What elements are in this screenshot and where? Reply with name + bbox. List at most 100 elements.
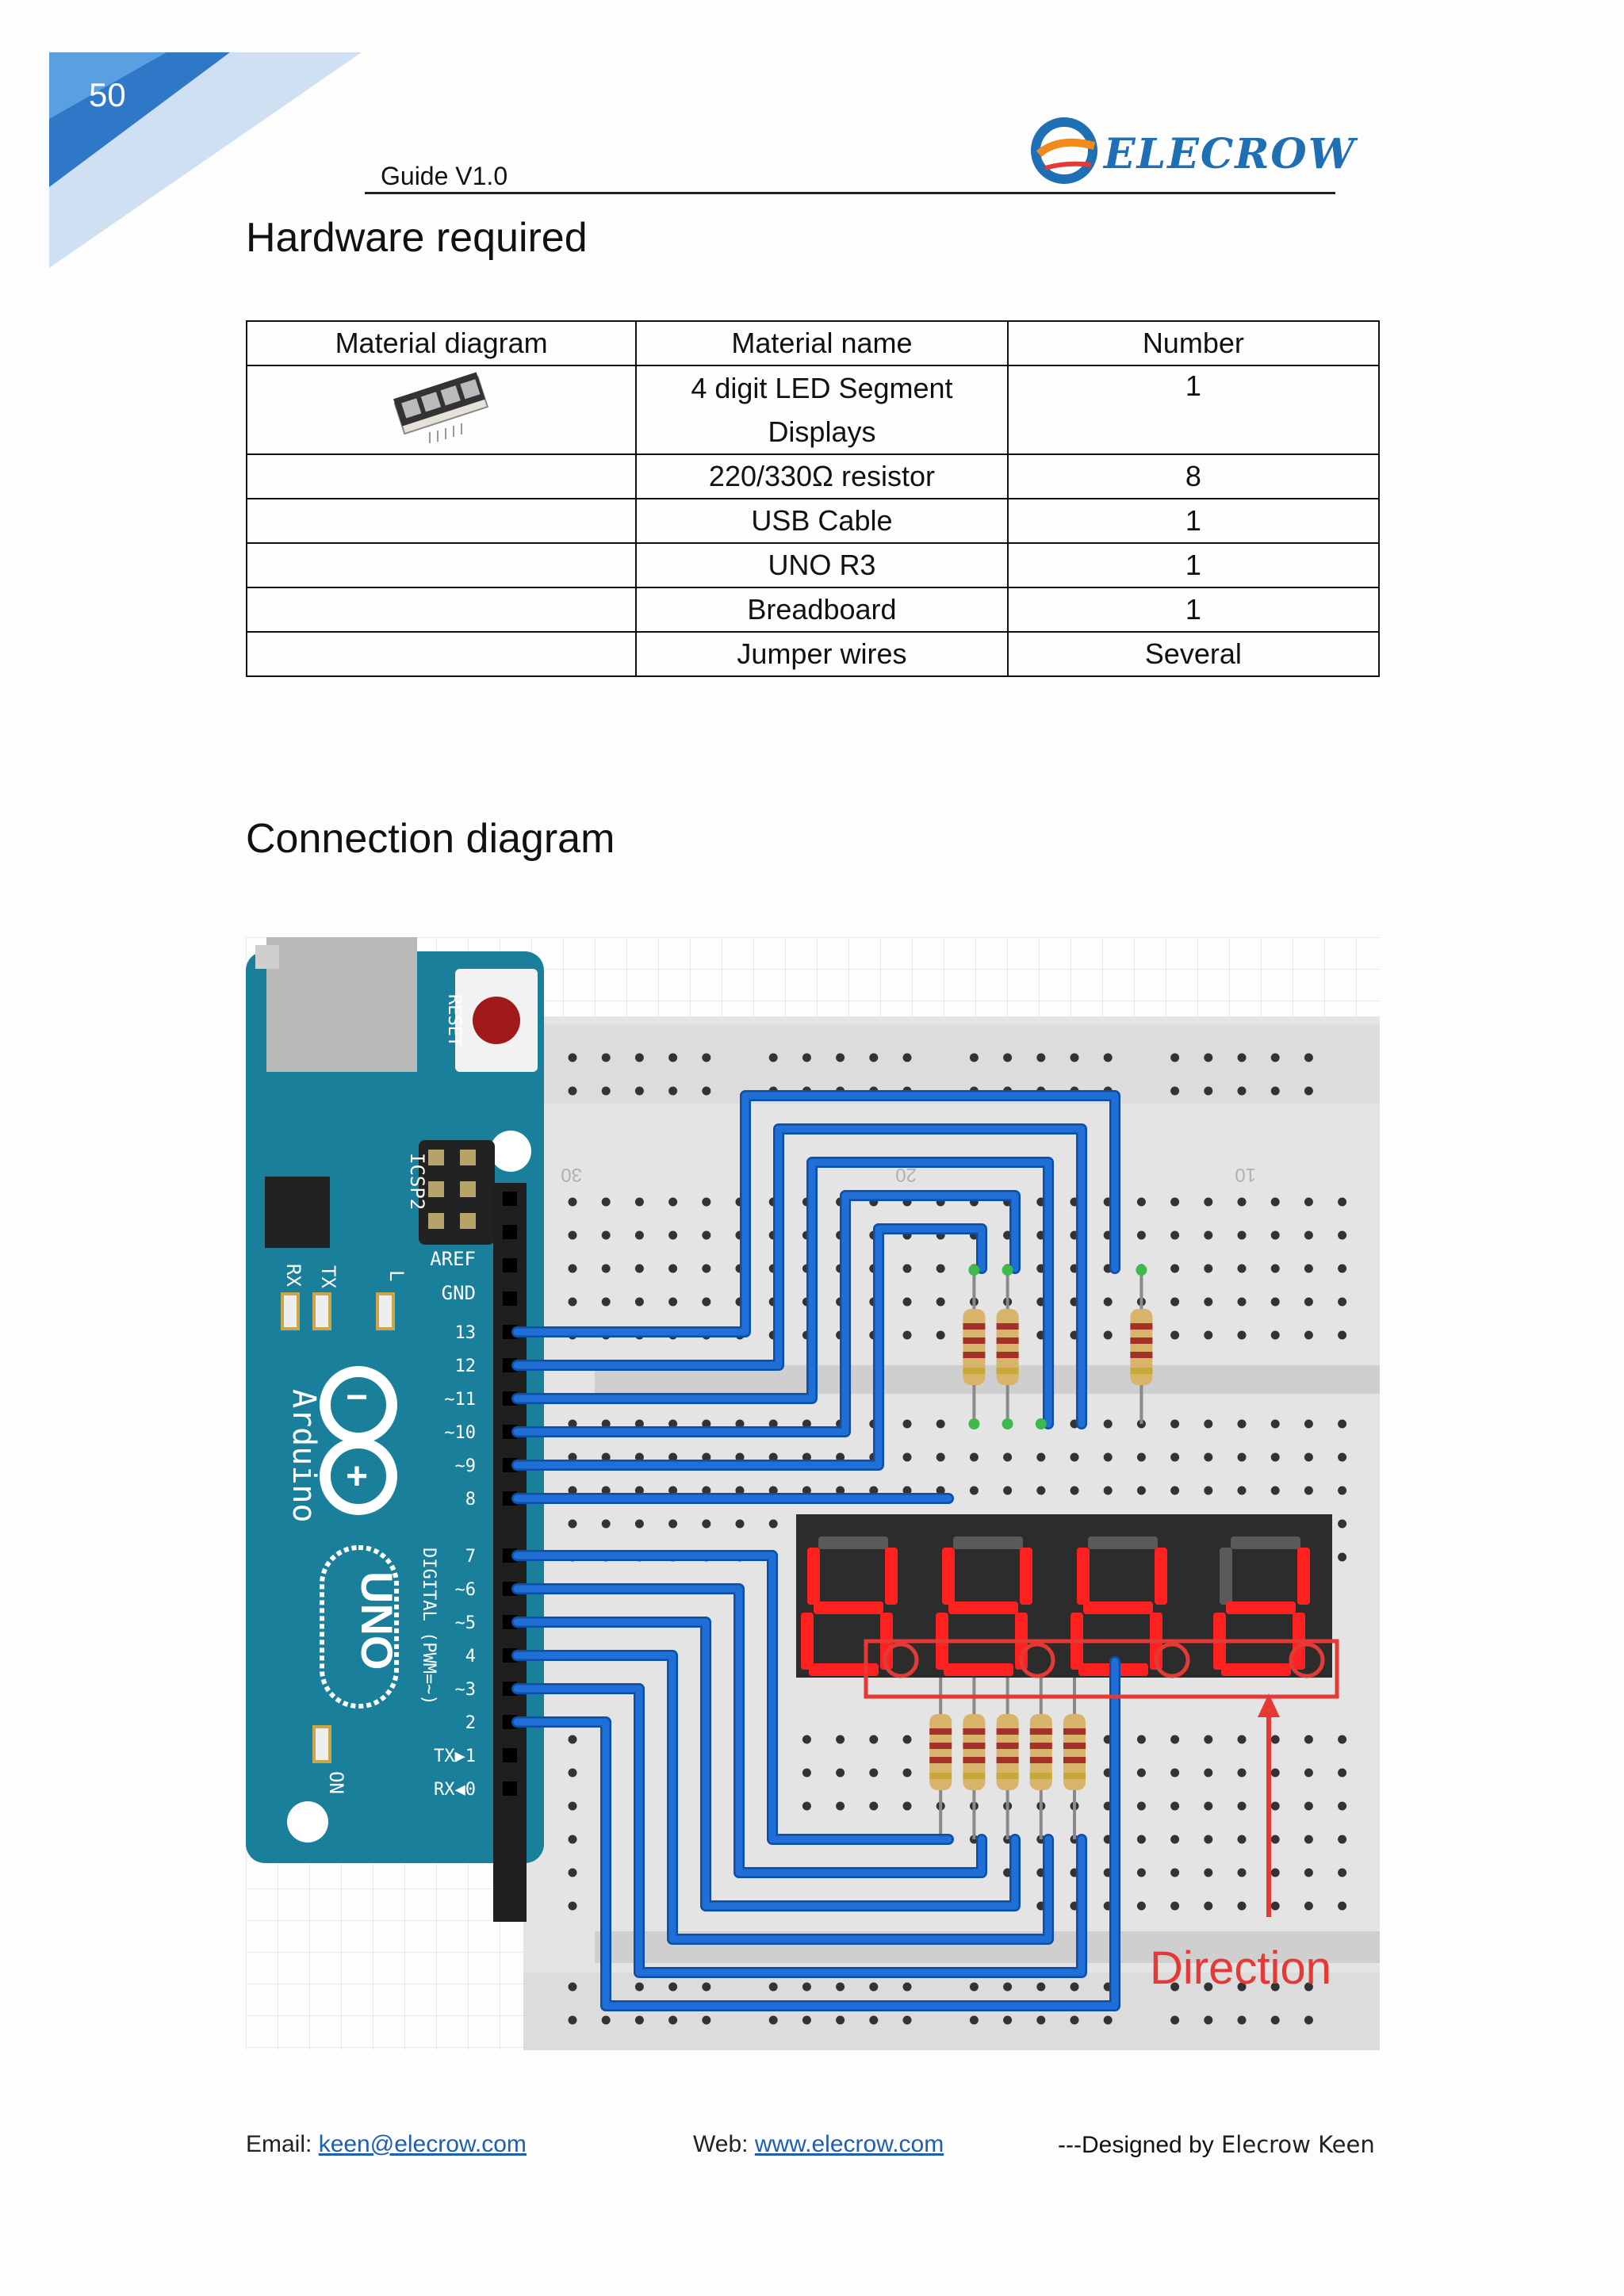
- chip: [265, 1177, 330, 1248]
- table-row: 220/330Ω resistor 8: [245, 453, 1381, 499]
- material-number: 1: [1006, 587, 1381, 633]
- table-row: Breadboard 1: [245, 587, 1381, 633]
- minus-icon: −: [346, 1376, 368, 1418]
- pin-label: 4: [465, 1647, 476, 1667]
- segment: [1088, 1536, 1158, 1549]
- segment: [814, 1601, 883, 1614]
- gnd-label: GND: [442, 1282, 476, 1304]
- material-image-cell: [245, 542, 638, 588]
- corner-decoration: [49, 52, 362, 268]
- col-header: Number: [1006, 320, 1381, 366]
- material-number: 1: [1006, 542, 1381, 588]
- direction-label: Direction: [1150, 1942, 1331, 1994]
- segment: [944, 1663, 1013, 1676]
- segment: [809, 1663, 879, 1676]
- digital-label: DIGITAL (PWM=~): [419, 1548, 439, 1705]
- pin-label: ~6: [455, 1580, 477, 1600]
- table-row: UNO R3 1: [245, 542, 1381, 588]
- col-header: Material diagram: [245, 320, 638, 366]
- material-name: Breadboard: [635, 587, 1009, 633]
- breadboard-number: 30: [561, 1164, 582, 1185]
- pin-label: ~5: [455, 1613, 477, 1633]
- reset-label: RESET: [444, 994, 464, 1047]
- material-image-cell: [245, 587, 638, 633]
- header-rule: [365, 192, 1335, 194]
- tx-label: TX: [317, 1265, 339, 1288]
- pin-labels: 13 12 ~11 ~10 ~9 8 7 ~6 ~5 4 ~3 2TX▶1RX◀0: [434, 1323, 476, 1800]
- guide-version: Guide V1.0: [381, 162, 508, 190]
- material-number: Several: [1006, 631, 1381, 677]
- pin-label: ~11: [444, 1390, 476, 1410]
- pin-label: TX▶1: [434, 1747, 476, 1766]
- material-name: 4 digit LED Segment Displays: [635, 365, 1009, 455]
- segment: [885, 1548, 898, 1605]
- pin-label: 8: [465, 1490, 476, 1510]
- material-image-cell: [245, 631, 638, 677]
- web-link[interactable]: www.elecrow.com: [754, 2131, 944, 2157]
- icsp-label: ICSP2: [406, 1153, 428, 1210]
- col-header: Material name: [635, 320, 1009, 366]
- segment: [807, 1548, 820, 1605]
- pin-label: 2: [465, 1713, 476, 1733]
- designed-prefix: ---Designed by: [1058, 2132, 1214, 2158]
- segment: [1297, 1548, 1310, 1605]
- material-name-line: Displays: [768, 415, 876, 448]
- connection-title: Connection diagram: [246, 816, 615, 862]
- on-label: ON: [325, 1771, 347, 1794]
- logo-text: ELECROW: [1104, 130, 1357, 178]
- segment: [953, 1536, 1023, 1549]
- footer-web: Web: www.elecrow.com: [693, 2131, 944, 2158]
- material-name: Jumper wires: [635, 631, 1009, 677]
- uno-badge: [320, 1545, 399, 1709]
- table-row: USB Cable 1: [245, 498, 1381, 544]
- email-label: Email:: [246, 2131, 319, 2157]
- pin-label: ~3: [455, 1680, 477, 1700]
- segment: [1221, 1663, 1291, 1676]
- material-number: 1: [1006, 498, 1381, 544]
- pin-label: RX◀0: [434, 1780, 476, 1800]
- designer-name: Elecrow Keen: [1213, 2131, 1375, 2158]
- arduino-logo: [320, 1366, 397, 1515]
- material-name: USB Cable: [635, 498, 1009, 544]
- segment: [801, 1613, 814, 1670]
- material-name-line: 4 digit LED Segment: [691, 372, 953, 404]
- elecrow-logo-icon: [1031, 117, 1097, 184]
- segment: [948, 1601, 1018, 1614]
- material-number: 8: [1006, 453, 1381, 499]
- hardware-table: Material diagram Material name Number: [245, 320, 1381, 677]
- table-row: 4 digit LED Segment Displays 1: [245, 365, 1381, 455]
- resistors: [929, 1270, 1153, 1839]
- footer-email: Email: keen@elecrow.com: [246, 2131, 527, 2158]
- aref-label: AREF: [430, 1248, 476, 1270]
- page-number: 50: [89, 76, 126, 113]
- segment: [1231, 1536, 1300, 1549]
- segment: [1226, 1601, 1296, 1614]
- elecrow-logo: ELECROW: [1028, 113, 1354, 189]
- pin-label: ~9: [455, 1456, 477, 1476]
- rx-label: RX: [282, 1264, 304, 1287]
- table-row: Jumper wires Several: [245, 631, 1381, 677]
- segment: [1020, 1548, 1032, 1605]
- plus-icon: +: [346, 1456, 368, 1498]
- material-number: 1: [1006, 365, 1381, 455]
- segment: [942, 1548, 955, 1605]
- connection-diagram: 30 20 10 RESET ICSP2 RX TX L ON: [246, 937, 1380, 2050]
- material-name: UNO R3: [635, 542, 1009, 588]
- segment: [1083, 1601, 1153, 1614]
- arduino-uno-board: RESET ICSP2 RX TX L ON − + Arduino: [246, 937, 544, 1922]
- pin-label: 12: [455, 1357, 477, 1376]
- pin-label: 13: [455, 1323, 477, 1343]
- breadboard-number: 10: [1235, 1164, 1256, 1185]
- mounting-hole: [287, 1801, 328, 1843]
- uno-label: UNO: [352, 1571, 402, 1670]
- arduino-brand: Arduino: [285, 1389, 322, 1523]
- segment: [1077, 1548, 1090, 1605]
- pin-label: ~10: [444, 1423, 476, 1443]
- pin-label: 7: [465, 1547, 476, 1567]
- mounting-hole: [490, 1131, 531, 1172]
- led-display-image: [393, 371, 488, 443]
- material-image-cell: [245, 498, 638, 544]
- email-link[interactable]: keen@elecrow.com: [318, 2131, 527, 2157]
- material-image-cell: [245, 453, 638, 499]
- usb-connector: [266, 937, 417, 1072]
